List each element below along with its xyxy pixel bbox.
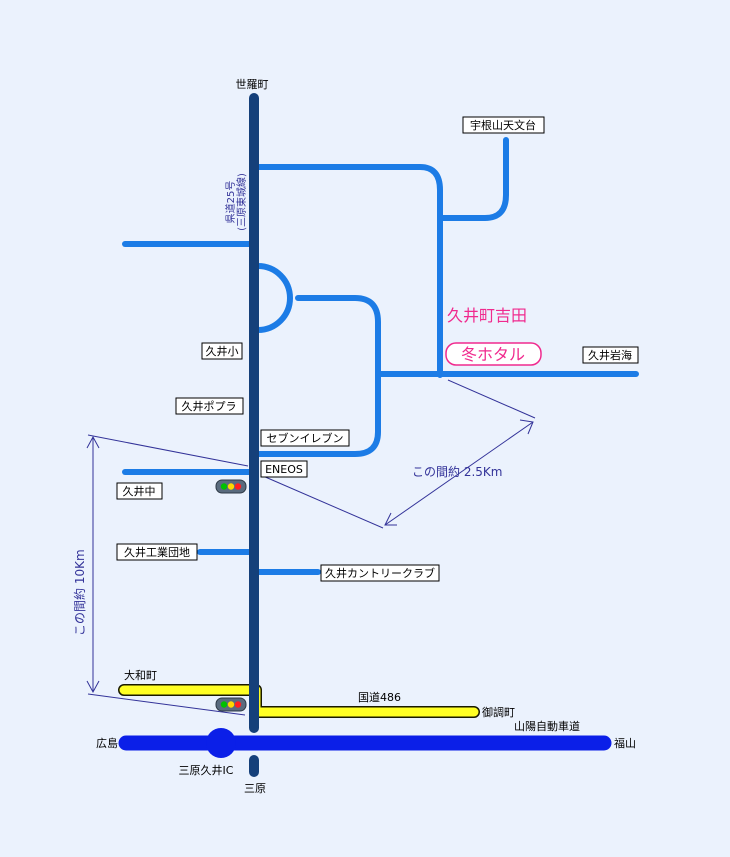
- interchange-marker: [206, 728, 236, 758]
- label-yamato: 大和町: [124, 668, 157, 682]
- branch-roads: [122, 137, 639, 575]
- road-tenmondai-spur: [437, 137, 509, 221]
- expressway: [118, 728, 612, 758]
- label-fukuyama: 福山: [614, 736, 636, 750]
- label-area-name: 久井町吉田: [447, 306, 527, 325]
- svg-text:久井カントリークラブ: 久井カントリークラブ: [325, 566, 435, 580]
- svg-text:冬ホタル: 冬ホタル: [461, 345, 525, 364]
- label-kui-junior-high: 久井中: [116, 482, 163, 500]
- road-loop: [255, 263, 293, 333]
- label-distance-short: この間約 2.5Km: [412, 464, 502, 479]
- label-eneos: ENEOS: [260, 460, 308, 478]
- svg-text:宇根山天文台: 宇根山天文台: [470, 118, 536, 132]
- traffic-light-icon: [215, 697, 247, 712]
- label-kui-iwami: 久井岩海: [582, 346, 639, 364]
- label-north-end: 世羅町: [236, 78, 269, 91]
- label-route: 県道25号 (三原東城線): [224, 173, 248, 231]
- label-tenmondai: 宇根山天文台: [462, 116, 545, 134]
- svg-text:久井小: 久井小: [206, 344, 239, 358]
- label-interchange: 三原久井IC: [179, 763, 234, 777]
- label-seven-eleven: セブンイレブン: [260, 429, 350, 447]
- traffic-light-icon: [215, 479, 247, 494]
- svg-text:久井岩海: 久井岩海: [588, 348, 632, 362]
- svg-text:久井工業団地: 久井工業団地: [124, 545, 190, 559]
- label-kui-poplar: 久井ポプラ: [175, 397, 244, 415]
- label-national-route: 国道486: [358, 690, 401, 704]
- label-country-club: 久井カントリークラブ: [320, 564, 440, 582]
- svg-text:久井中: 久井中: [123, 484, 156, 498]
- national-route: [118, 684, 480, 718]
- svg-text:(三原東城線): (三原東城線): [235, 173, 248, 231]
- label-winter-hotaru: 冬ホタル: [445, 342, 542, 366]
- label-distance-long: この間約 10Km: [72, 549, 87, 636]
- label-mitsugi: 御調町: [482, 705, 515, 719]
- svg-text:セブンイレブン: セブンイレブン: [267, 431, 344, 445]
- svg-text:県道25号: 県道25号: [224, 181, 237, 224]
- svg-text:ENEOS: ENEOS: [265, 463, 303, 476]
- label-kui-elementary: 久井小: [201, 342, 243, 360]
- road-to-iwami: [255, 295, 639, 457]
- distance-indicator-long: [86, 434, 249, 716]
- label-south-end: 三原: [244, 782, 266, 795]
- distance-indicator-short: [262, 379, 536, 529]
- svg-text:久井ポプラ: 久井ポプラ: [182, 399, 237, 413]
- label-expressway: 山陽自動車道: [514, 719, 580, 733]
- label-industrial-park: 久井工業団地: [116, 543, 198, 561]
- label-hiroshima: 広島: [96, 736, 118, 750]
- road-to-tenmondai: [255, 164, 443, 378]
